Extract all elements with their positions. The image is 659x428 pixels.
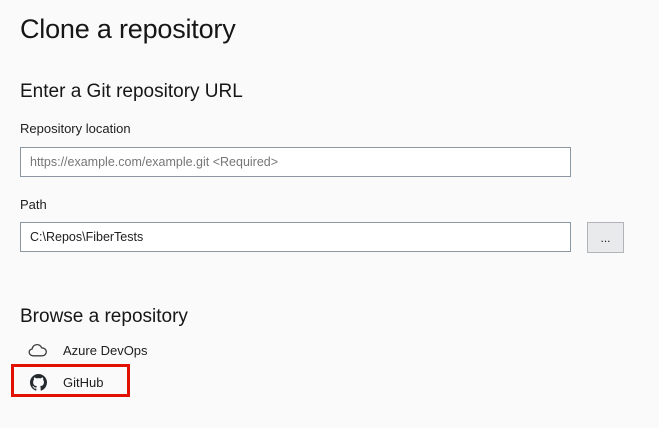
cloud-icon (28, 341, 48, 359)
repo-provider-label: Azure DevOps (63, 342, 148, 358)
browse-path-button[interactable]: ... (587, 222, 624, 253)
path-input[interactable] (20, 222, 571, 252)
repo-provider-label: GitHub (63, 374, 104, 390)
repository-location-input[interactable] (20, 147, 571, 177)
github-icon (28, 373, 48, 391)
repo-provider-azure-devops[interactable]: Azure DevOps (28, 339, 148, 361)
section-heading-browse: Browse a repository (20, 306, 188, 327)
page-title: Clone a repository (20, 14, 236, 44)
repository-location-label: Repository location (20, 121, 131, 136)
repo-provider-github[interactable]: GitHub (28, 371, 103, 393)
section-heading-git-url: Enter a Git repository URL (20, 81, 243, 102)
path-label: Path (20, 197, 47, 212)
